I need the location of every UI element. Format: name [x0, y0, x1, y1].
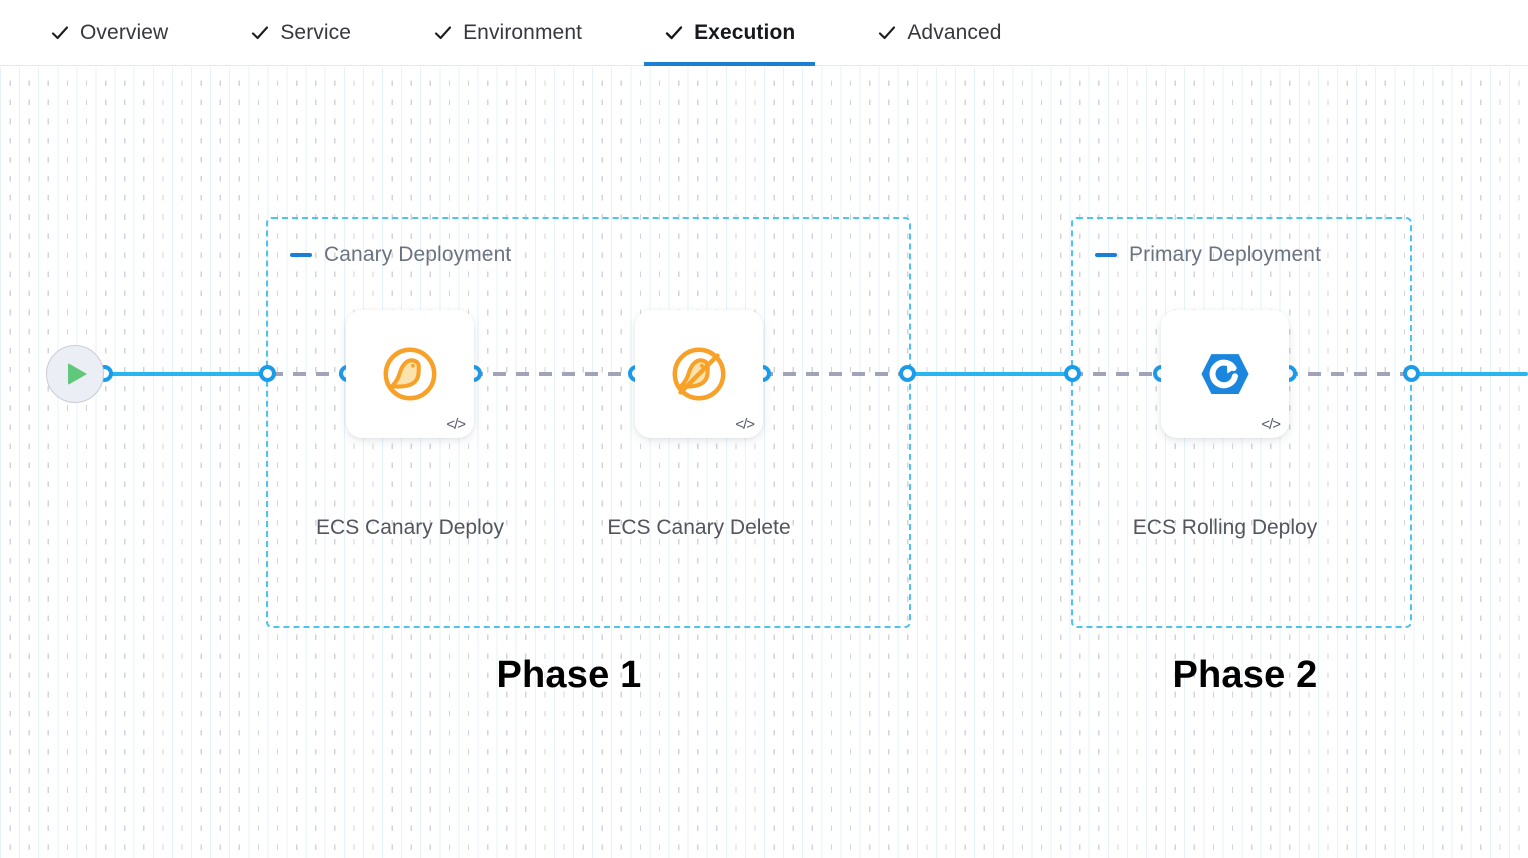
code-badge: </> — [1261, 416, 1281, 433]
tab-label: Environment — [463, 21, 583, 44]
edge-group1-to-group2 — [906, 372, 1076, 376]
minus-icon[interactable] — [1095, 253, 1117, 257]
pipeline-tab-bar: Overview Service Environment Execution — [0, 0, 1528, 66]
edge-group1-entry — [270, 372, 352, 376]
pipeline-canvas[interactable]: Canary Deployment Primary Deployment — [0, 67, 1528, 858]
pipeline-graph: Canary Deployment Primary Deployment — [0, 67, 1528, 858]
edge-group1-exit — [760, 372, 912, 376]
edge-group2-exit — [1285, 372, 1415, 376]
tab-label: Overview — [80, 21, 169, 44]
ecs-rolling-deploy-icon — [1161, 310, 1289, 438]
step-node-ecs-canary-delete[interactable]: </> — [635, 310, 763, 438]
phase-label-2: Phase 2 — [1172, 654, 1318, 696]
check-icon — [433, 23, 453, 43]
check-icon — [250, 23, 270, 43]
tab-label: Advanced — [907, 21, 1002, 44]
spacer — [371, 0, 413, 65]
edge-group2-entry — [1070, 372, 1166, 376]
tab-service[interactable]: Service — [230, 0, 371, 66]
port-group2-out[interactable] — [1403, 365, 1420, 382]
group-header-primary-deployment[interactable]: Primary Deployment — [1095, 243, 1321, 267]
spacer — [188, 0, 230, 65]
stage-group-primary-deployment[interactable]: Primary Deployment — [1071, 217, 1412, 628]
edge-canary-deploy-to-delete — [470, 372, 640, 376]
canary-deploy-icon — [346, 310, 474, 438]
play-icon — [68, 363, 87, 385]
step-node-ecs-canary-deploy[interactable]: </> — [346, 310, 474, 438]
edge-start-to-group1 — [104, 372, 272, 376]
minus-icon[interactable] — [290, 253, 312, 257]
group-title: Canary Deployment — [324, 243, 512, 266]
stage-group-canary-deployment[interactable]: Canary Deployment — [266, 217, 911, 628]
port-group1-out[interactable] — [899, 365, 916, 382]
spacer — [815, 0, 857, 65]
tab-environment[interactable]: Environment — [413, 0, 602, 66]
check-icon — [877, 23, 897, 43]
check-icon — [664, 23, 684, 43]
code-badge: </> — [735, 416, 755, 433]
tab-label: Service — [280, 21, 352, 44]
tab-overview[interactable]: Overview — [30, 0, 188, 66]
group-header-canary-deployment[interactable]: Canary Deployment — [290, 243, 511, 267]
tab-advanced[interactable]: Advanced — [857, 0, 1021, 66]
phase-label-1: Phase 1 — [496, 654, 642, 696]
code-badge: </> — [446, 416, 466, 433]
spacer — [602, 0, 644, 65]
edge-group2-to-next — [1409, 372, 1528, 376]
check-icon — [50, 23, 70, 43]
step-node-ecs-rolling-deploy[interactable]: </> — [1161, 310, 1289, 438]
port-group2-in[interactable] — [1064, 365, 1081, 382]
canary-delete-icon — [635, 310, 763, 438]
tab-execution[interactable]: Execution — [644, 0, 816, 66]
port-group1-in[interactable] — [259, 365, 276, 382]
tab-label: Execution — [694, 21, 796, 44]
group-title: Primary Deployment — [1129, 243, 1322, 266]
pipeline-start-node[interactable] — [46, 345, 104, 403]
